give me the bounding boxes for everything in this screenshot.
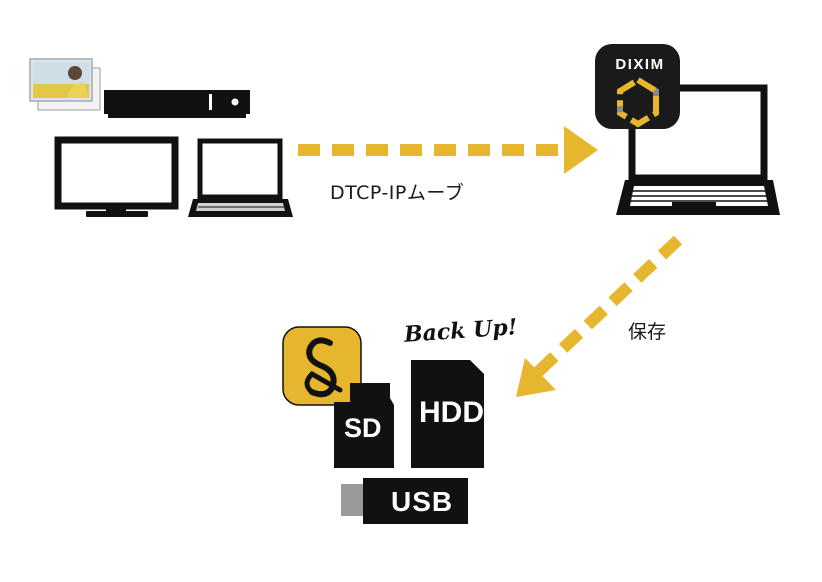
laptop-icon [188, 138, 293, 217]
move-label: DTCP-IPムーブ [330, 182, 465, 204]
usb-icon [341, 478, 468, 524]
hdd-icon [411, 360, 484, 468]
save-arrow [516, 235, 683, 397]
dixim-app-icon [595, 44, 680, 129]
sd-backup-app-icon [282, 326, 362, 406]
usb-label: USB [391, 486, 454, 517]
photo-thumbnail-icon [29, 58, 101, 111]
save-label: 保存 [628, 321, 667, 343]
dixim-app-name: DIXIM [615, 56, 665, 73]
hdd-label: HDD [419, 396, 484, 429]
recorder-icon [104, 90, 250, 118]
microsd-icon [334, 383, 394, 468]
tv-icon [54, 136, 179, 217]
sd-label: SD [344, 413, 382, 443]
laptop-icon [616, 84, 780, 215]
move-arrow [298, 126, 598, 174]
